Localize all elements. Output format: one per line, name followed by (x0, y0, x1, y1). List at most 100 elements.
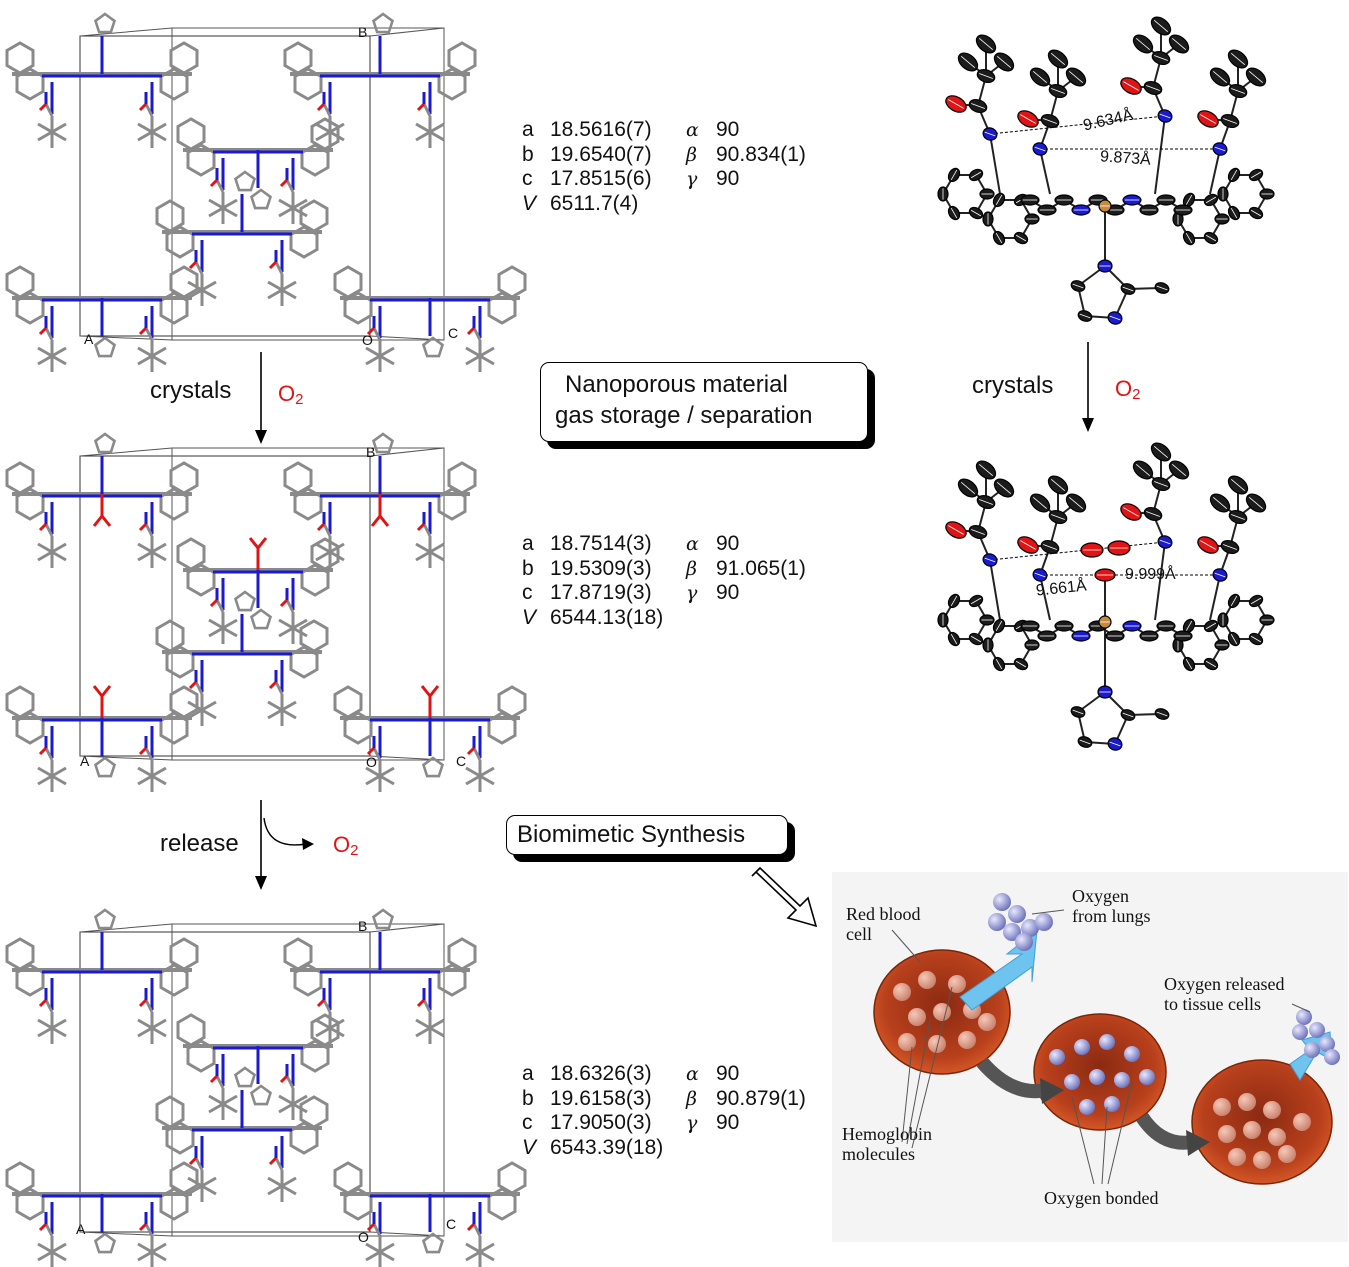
released-oxygen (1296, 1009, 1312, 1025)
rbc-label-cell: cell (846, 924, 872, 944)
unit-cell-oxygenated: B A O C (0, 420, 530, 792)
param-a-value: 18.6326(3) (550, 1062, 652, 1085)
param-c-value: 17.9050(3) (550, 1111, 652, 1134)
leader-line (1101, 1106, 1108, 1185)
hemoglobin-molecule (1268, 1128, 1286, 1146)
unit-cell-edge (369, 27, 445, 37)
hemoglobin-molecule (1263, 1101, 1281, 1119)
ellipsoid-axis (1205, 234, 1217, 242)
imidazole-ring (371, 908, 395, 930)
ellipsoid-axis (950, 208, 958, 219)
param-beta-label: β (686, 557, 697, 580)
distance-label-bottom-2: 9.999Å (1125, 566, 1176, 583)
tbu-bond (372, 327, 382, 341)
param-a-value: 18.7514(3) (550, 532, 652, 555)
tbu-bond (322, 999, 332, 1013)
bond (1039, 148, 1051, 195)
carbonyl-bond (416, 522, 426, 532)
ellipsoid-axis (1109, 741, 1121, 747)
arrow-release (255, 800, 314, 890)
packing-group (5, 908, 527, 1267)
tbu-bond (194, 681, 204, 695)
bond (989, 559, 1001, 621)
biomimetic-label: Biomimetic Synthesis (517, 821, 746, 848)
bond (989, 133, 1001, 195)
unit-cell-edge (79, 35, 371, 337)
ellipsoid-axis (1231, 53, 1245, 65)
ellipsoid-axis (1214, 572, 1226, 578)
tbu-bond (274, 261, 284, 275)
ellipsoid-axis (1122, 712, 1134, 718)
red-blood-cell (1191, 1059, 1333, 1185)
carbonyl-bond (316, 102, 326, 112)
ellipsoid-axis (1205, 660, 1217, 668)
ellipsoid-axis (1015, 660, 1027, 668)
param-v-label: V (522, 1135, 537, 1159)
unit-cell-released: B A O C (0, 896, 530, 1267)
ellipsoid-axis (961, 56, 975, 68)
param-beta-value: 90.879(1) (716, 1086, 806, 1110)
ellipsoid-axis (970, 597, 982, 605)
ellipsoid-axis (1156, 285, 1168, 291)
crystals-label-right: crystals (972, 372, 1054, 399)
o2-subscript: 2 (350, 842, 359, 859)
ellipsoid-axis (1249, 497, 1263, 509)
tbu-bond (274, 1157, 284, 1171)
rbc-label-oxygen-line1: Oxygen (1072, 886, 1129, 906)
tbu-bond (194, 261, 204, 275)
tbu-bond (472, 1223, 482, 1237)
imidazole-ring (233, 170, 257, 192)
distance-label-top-2: 9.873Å (1099, 148, 1152, 169)
hemoglobin-molecule (1228, 1148, 1246, 1166)
ellipsoid-axis (1250, 209, 1262, 217)
bond (1039, 574, 1051, 621)
ellipsoid-axis (1079, 313, 1091, 319)
ellipsoid-axis (1159, 113, 1171, 119)
ellipsoid-axis (1185, 659, 1193, 670)
unit-cell-edge (171, 27, 445, 341)
ellipsoid-axis (1072, 283, 1084, 289)
ellipsoid-axis (1231, 479, 1245, 491)
ortep-structure-oxy (937, 442, 1275, 751)
carbonyl-bond (138, 102, 148, 112)
param-gamma-value: 90 (716, 581, 740, 604)
ortep-group (937, 442, 1275, 751)
tbu-bond (44, 1223, 54, 1237)
param-b-value: 19.5309(3) (550, 556, 652, 580)
param-alpha-value: 90 (716, 1062, 740, 1085)
ellipsoid-axis (984, 557, 996, 563)
ellipsoid-axis (1205, 196, 1217, 204)
param-alpha-value: 90 (716, 532, 740, 555)
o2-bond (420, 685, 432, 697)
ellipsoid-axis (970, 635, 982, 643)
param-gamma-value: 90 (716, 1111, 740, 1134)
imidazole-ring (421, 336, 445, 358)
transfer-arrowhead (1186, 1130, 1210, 1156)
bond (1154, 115, 1166, 195)
param-b-label: b (522, 142, 534, 166)
transfer-arrowhead (1040, 1078, 1064, 1104)
released-oxygen (1304, 1042, 1320, 1058)
unit-cell-edge (79, 1231, 173, 1237)
rbc-label-bonded: Oxygen bonded (1044, 1188, 1159, 1208)
unit-cell-edge (79, 455, 371, 757)
free-oxygen (1015, 933, 1033, 951)
axis-label-b: B (358, 918, 368, 934)
tbu-bond (372, 747, 382, 761)
param-beta-label: β (686, 143, 697, 166)
axis-label-b: B (358, 24, 368, 40)
ellipsoid-axis (995, 620, 1003, 631)
carbonyl-bond (138, 998, 148, 1008)
ellipsoid-axis (1109, 315, 1121, 321)
carbonyl-bond (38, 1222, 48, 1232)
ellipsoid-axis (1069, 497, 1083, 509)
carbonyl-bond (138, 326, 148, 336)
param-gamma-value: 90 (716, 167, 740, 190)
ellipsoid-axis (1205, 622, 1217, 630)
imidazole-ring (233, 590, 257, 612)
bound-oxygen (1114, 1072, 1130, 1088)
ellipsoid-axis (1231, 88, 1245, 94)
bound-oxygen (1124, 1046, 1140, 1062)
carbonyl-bond (268, 1156, 278, 1166)
ellipsoid-axis (979, 38, 993, 50)
